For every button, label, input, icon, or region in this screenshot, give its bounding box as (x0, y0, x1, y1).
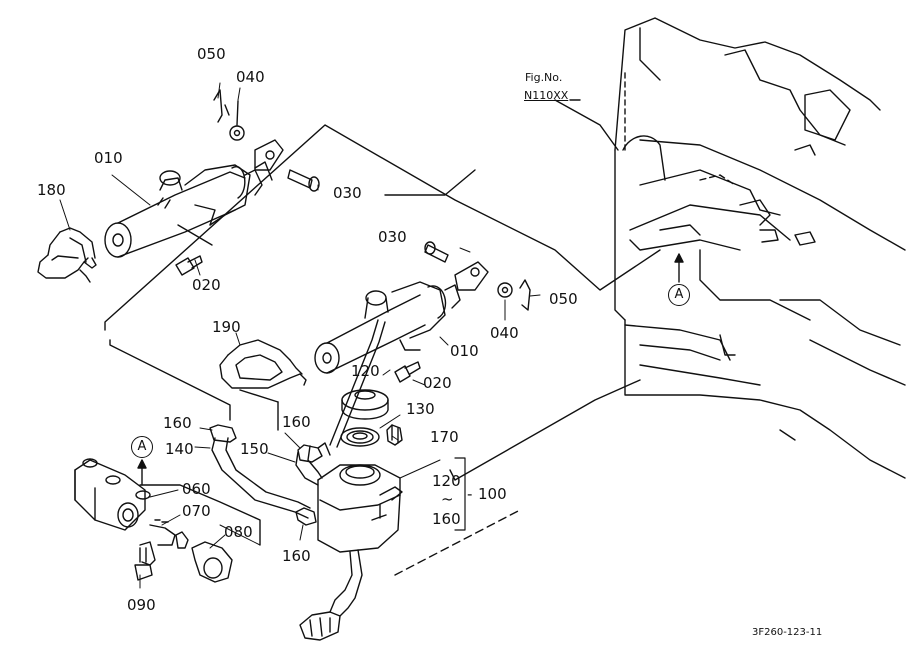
callout-030-top: 030 (333, 184, 362, 202)
leader-lines (105, 100, 660, 575)
callout-020-mid: 020 (423, 374, 452, 392)
callout-190: 190 (212, 318, 241, 336)
assembly-bracket (455, 458, 465, 530)
callout-010-top: 010 (94, 149, 123, 167)
pipe-190 (220, 340, 306, 388)
pipe-180 (38, 228, 96, 282)
pin-and-clip-upper (214, 90, 319, 191)
callout-050-mid: 050 (549, 290, 578, 308)
fig-no-label: Fig.No. (525, 71, 563, 84)
callout-120: 120 (351, 362, 380, 380)
callout-160-b: 160 (282, 413, 311, 431)
bolt-middle (395, 362, 420, 382)
view-a-marker-right: A (668, 284, 690, 306)
view-a-marker-left: A (131, 436, 153, 458)
drawing-code: 3F260-123-11 (752, 627, 823, 638)
callout-150: 150 (240, 440, 269, 458)
machine-frame (615, 18, 905, 478)
reservoir-cap-and-seal (341, 390, 388, 446)
callout-040-top: 040 (236, 68, 265, 86)
reservoir-tank (300, 465, 402, 640)
callout-140: 140 (165, 440, 194, 458)
range-end-label: 160 (432, 510, 461, 528)
callout-080: 080 (224, 523, 253, 541)
callout-050-top: 050 (197, 45, 226, 63)
valve-block (75, 459, 232, 582)
assembly-dash: - (467, 485, 473, 503)
feed-pipe (330, 320, 385, 447)
bolt-upper (176, 256, 202, 275)
hoses-140-150 (210, 425, 330, 525)
label-leaders (60, 83, 540, 588)
callout-030-mid: 030 (378, 228, 407, 246)
assembly-label: 100 (478, 485, 507, 503)
pin-and-clip-middle (425, 242, 530, 310)
range-tilde: ~ (441, 490, 454, 508)
fig-no-value: N110XX (524, 89, 569, 102)
range-start-label: 120 (432, 472, 461, 490)
callout-090: 090 (127, 596, 156, 614)
callout-070: 070 (182, 502, 211, 520)
callout-160-a: 160 (163, 414, 192, 432)
fitting-170 (387, 425, 402, 445)
master-cylinder-upper (105, 140, 283, 257)
master-cylinder-middle (315, 262, 488, 373)
callout-180: 180 (37, 181, 66, 199)
callout-170: 170 (430, 428, 459, 446)
callout-060: 060 (182, 480, 211, 498)
callout-040-mid: 040 (490, 324, 519, 342)
callout-160-c: 160 (282, 547, 311, 565)
view-arrows (138, 100, 683, 485)
callout-020-top: 020 (192, 276, 221, 294)
callout-130: 130 (406, 400, 435, 418)
callout-010-mid: 010 (450, 342, 479, 360)
